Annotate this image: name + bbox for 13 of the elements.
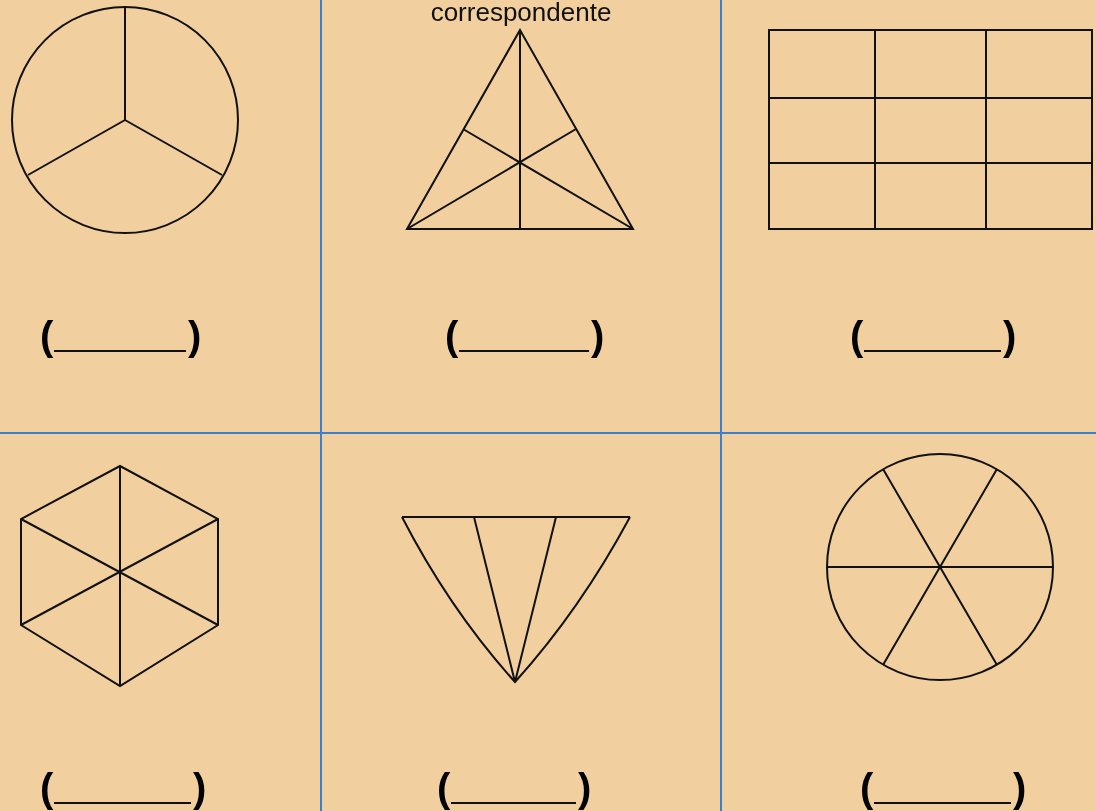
parenthesis: ( — [40, 316, 54, 356]
parenthesis: ) — [591, 316, 605, 356]
parenthesis: ) — [1003, 316, 1017, 356]
parenthesis: ( — [850, 316, 864, 356]
instruction-text: correspondente — [429, 0, 613, 27]
parenthesis: ) — [578, 768, 592, 808]
parenthesis: ( — [40, 768, 54, 808]
parenthesis: ( — [860, 768, 874, 808]
parenthesis: ( — [445, 316, 459, 356]
parenthesis: ) — [1013, 768, 1027, 808]
parenthesis: ) — [193, 768, 207, 808]
parenthesis: ) — [188, 316, 202, 356]
parenthesis: ( — [437, 768, 451, 808]
